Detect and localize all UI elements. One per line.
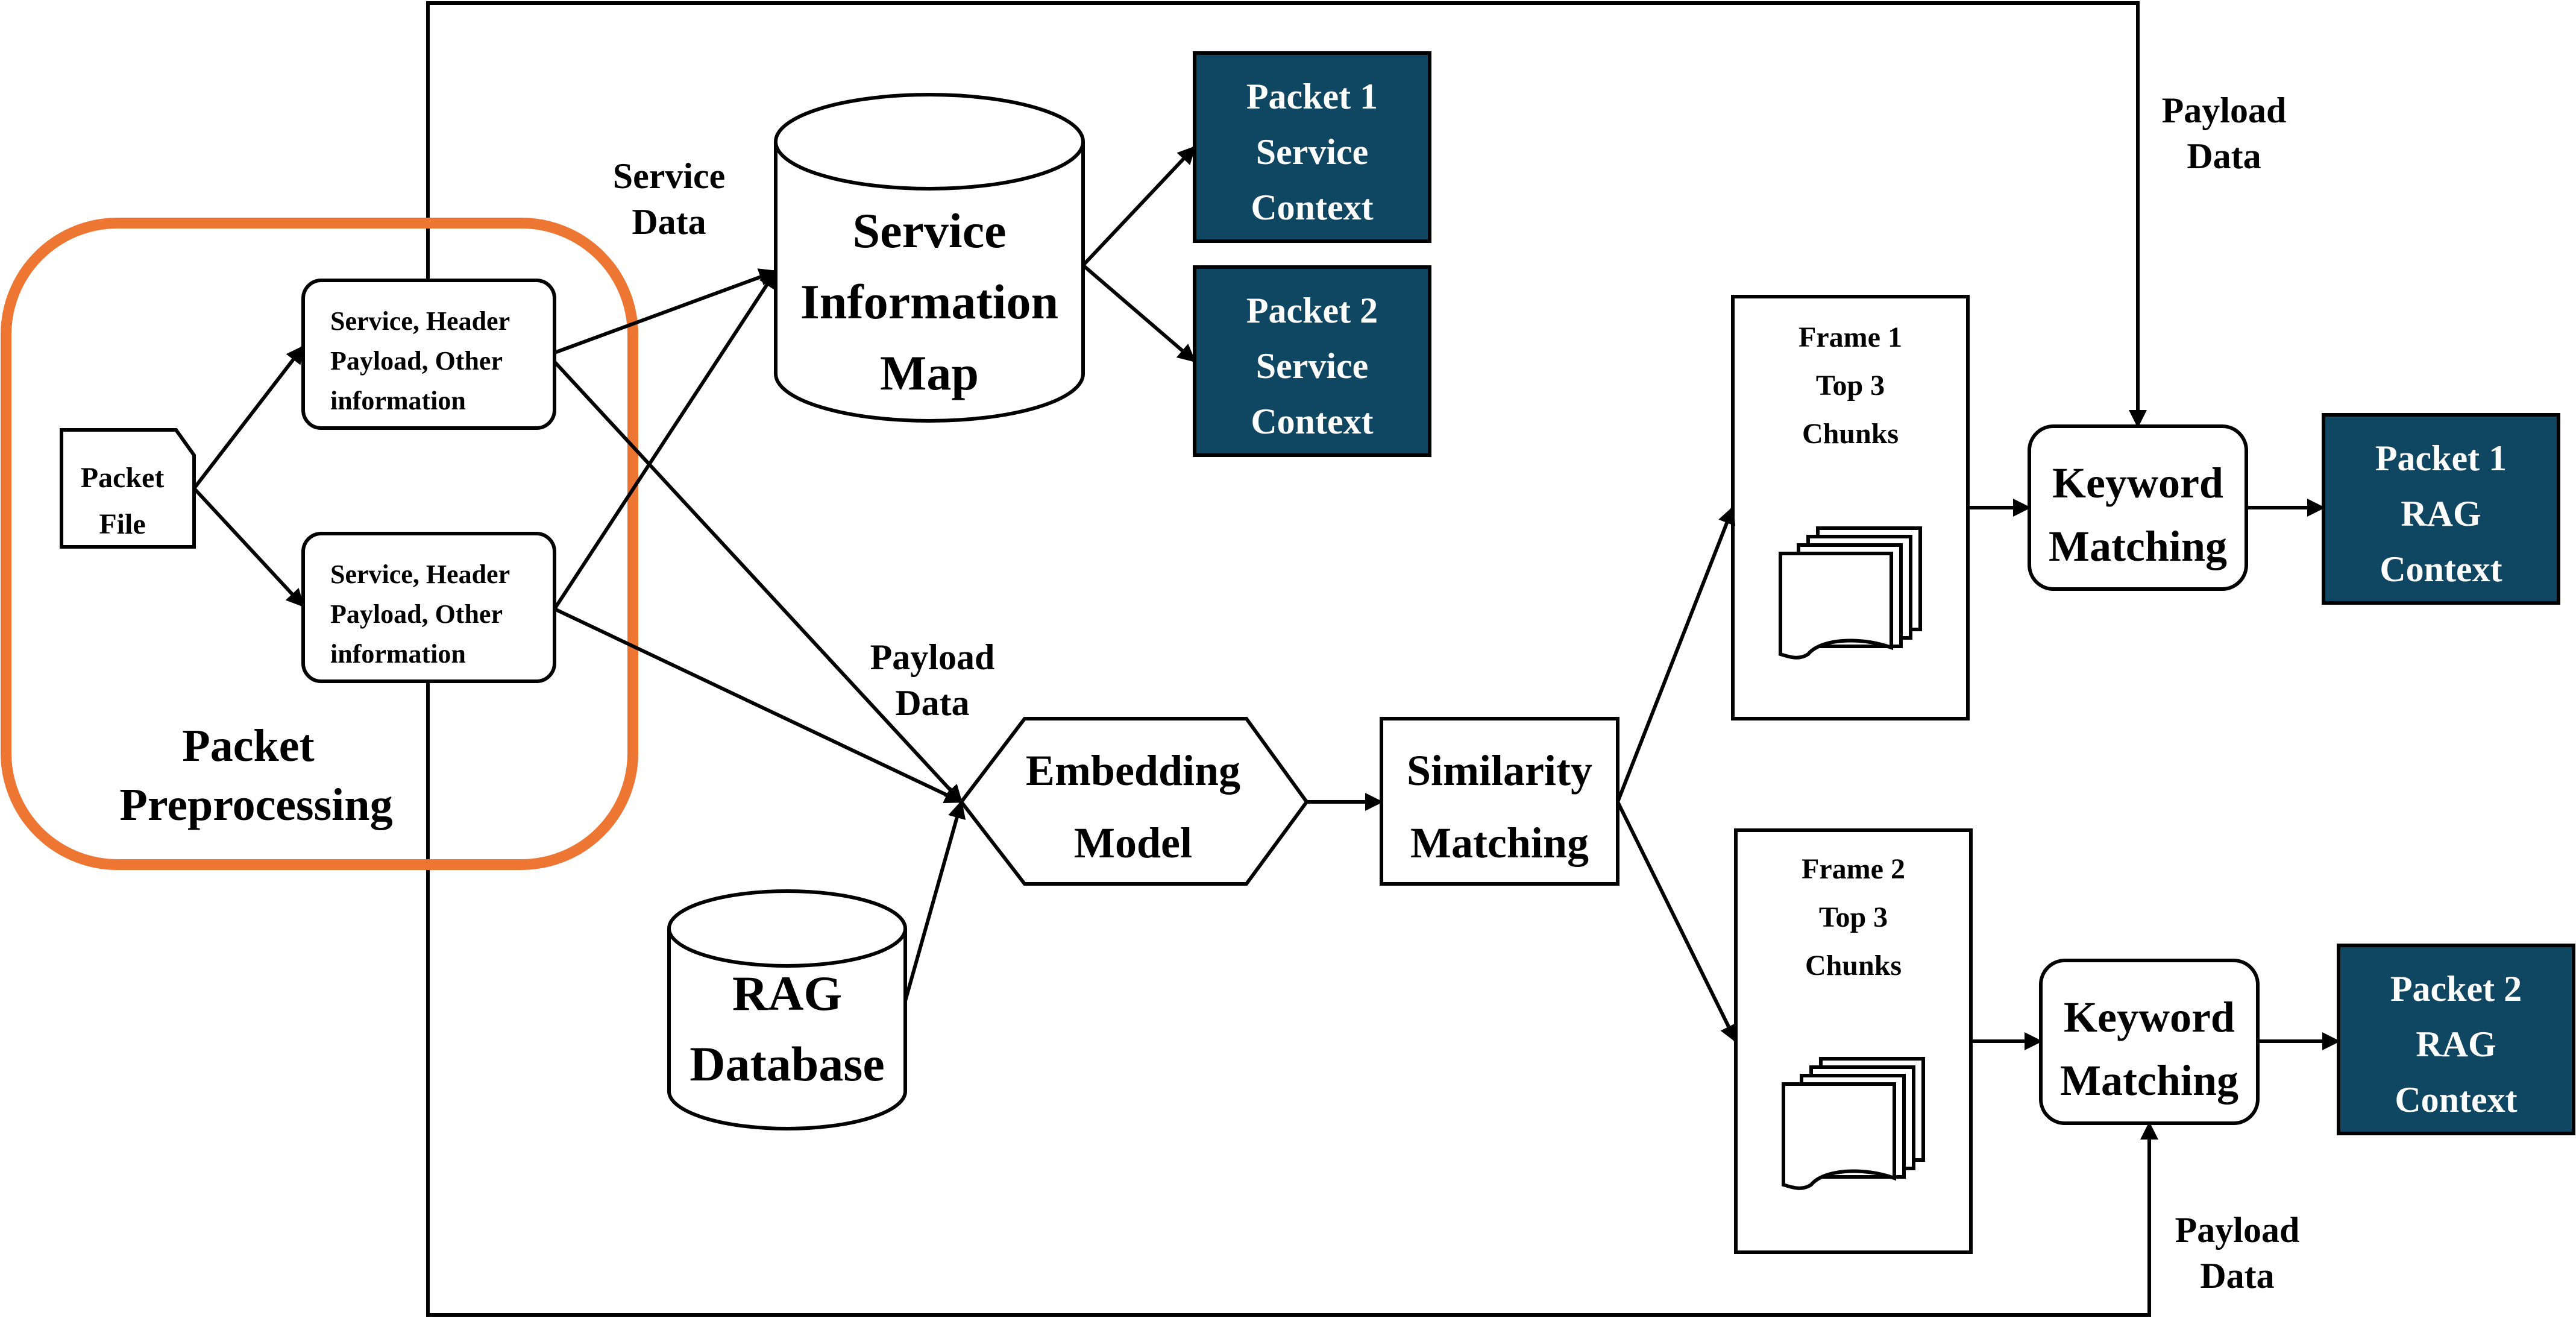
svg-text:Preprocessing: Preprocessing <box>119 780 392 830</box>
svg-text:Top 3: Top 3 <box>1816 370 1885 402</box>
frame-2-box: Frame 2 Top 3 Chunks <box>1734 828 1973 1254</box>
svg-text:RAG: RAG <box>2401 494 2481 534</box>
packet-2-rag-context: Packet 2 RAG Context <box>2337 944 2575 1135</box>
svg-text:Frame 2: Frame 2 <box>1802 853 1905 885</box>
svg-text:Context: Context <box>2395 1080 2517 1120</box>
svg-text:Payload: Payload <box>870 637 995 677</box>
svg-text:Packet 1: Packet 1 <box>2375 438 2507 478</box>
stacked-document-icon <box>1779 526 1922 660</box>
svg-text:Matching: Matching <box>2049 522 2227 570</box>
svg-text:Embedding: Embedding <box>1026 746 1240 795</box>
svg-text:information: information <box>330 386 466 415</box>
packet-2-service-context: Packet 2 Service Context <box>1193 265 1431 457</box>
payload-loop-bottom <box>426 680 2158 1317</box>
frame-1-box: Frame 1 Top 3 Chunks <box>1731 295 1970 720</box>
packet-1-rag-context: Packet 1 RAG Context <box>2322 413 2560 605</box>
arrow-rag-db-to-embedding <box>903 800 966 1001</box>
svg-text:RAG: RAG <box>732 966 842 1021</box>
svg-text:Service: Service <box>613 156 726 196</box>
svg-text:information: information <box>330 639 466 669</box>
arrow-similarity-to-frame-2 <box>1616 801 1738 1043</box>
service-information-map-cylinder: Service Information Map <box>774 93 1085 423</box>
label-service-data: Service Data <box>613 156 726 242</box>
preprocessing-box-1: Service, Header Payload, Other informati… <box>301 279 556 430</box>
arrow-map-to-service-context-2 <box>1082 263 1196 363</box>
keyword-matching-box-2: Keyword Matching <box>2039 959 2260 1125</box>
svg-text:Data: Data <box>632 202 706 242</box>
svg-text:Service, Header: Service, Header <box>330 306 510 336</box>
label-payload-data-top: Payload Data <box>2162 90 2287 176</box>
svg-text:Chunks: Chunks <box>1805 950 1902 982</box>
svg-text:Top 3: Top 3 <box>1819 901 1888 933</box>
svg-text:Payload, Other: Payload, Other <box>330 346 503 376</box>
svg-text:Packet 2: Packet 2 <box>1246 291 1378 330</box>
similarity-matching-box: Similarity Matching <box>1380 717 1619 886</box>
arrow-box-2-to-service-map <box>553 270 778 610</box>
svg-text:Matching: Matching <box>1410 819 1589 867</box>
svg-text:File: File <box>99 508 145 540</box>
svg-text:Database: Database <box>690 1036 884 1091</box>
svg-text:Data: Data <box>2200 1256 2274 1296</box>
svg-text:Packet: Packet <box>81 462 165 494</box>
preprocessing-box-2: Service, Header Payload, Other informati… <box>301 532 556 683</box>
label-payload-data-mid: Payload Data <box>870 637 995 723</box>
svg-text:Packet 2: Packet 2 <box>2390 969 2522 1009</box>
svg-text:Service: Service <box>853 203 1007 258</box>
svg-text:Information: Information <box>800 274 1058 329</box>
svg-text:Map: Map <box>880 345 979 400</box>
svg-text:Packet 1: Packet 1 <box>1246 77 1378 116</box>
rag-database-cylinder: RAG Database <box>667 889 907 1130</box>
packet-1-service-context: Packet 1 Service Context <box>1193 51 1431 243</box>
svg-text:Keyword: Keyword <box>2064 993 2235 1041</box>
arrow-map-to-service-context-1 <box>1081 145 1196 267</box>
label-payload-data-bottom: Payload Data <box>2175 1210 2300 1296</box>
svg-text:Context: Context <box>1251 188 1373 227</box>
svg-text:Model: Model <box>1074 819 1192 867</box>
payload-loop-top <box>426 1 2147 428</box>
svg-text:Service: Service <box>1256 346 1369 386</box>
arrow-similarity-to-frame-1 <box>1616 506 1736 803</box>
svg-text:Data: Data <box>895 683 969 723</box>
stacked-document-icon <box>1782 1057 1925 1190</box>
svg-text:Packet: Packet <box>182 720 314 771</box>
svg-text:Payload: Payload <box>2162 90 2287 130</box>
svg-text:Context: Context <box>2380 549 2502 589</box>
svg-text:Similarity: Similarity <box>1407 746 1592 795</box>
payload-loop-lines <box>426 1 2158 1317</box>
svg-text:Chunks: Chunks <box>1802 418 1899 450</box>
svg-text:Frame 1: Frame 1 <box>1798 321 1902 353</box>
svg-text:Context: Context <box>1251 402 1373 441</box>
connector-arrows <box>192 145 2340 1050</box>
svg-text:Payload: Payload <box>2175 1210 2300 1250</box>
svg-text:Service, Header: Service, Header <box>330 560 510 589</box>
arrow-box-1-to-service-map <box>553 268 778 355</box>
svg-text:Keyword: Keyword <box>2052 459 2223 507</box>
packet-preprocessing-outline <box>1 218 638 870</box>
arrow-box-2-to-embedding <box>553 607 963 804</box>
svg-text:Payload, Other: Payload, Other <box>330 599 503 629</box>
packet-file: Packet File <box>60 428 196 549</box>
svg-text:Matching: Matching <box>2060 1056 2238 1105</box>
packet-preprocessing-label: Packet Preprocessing <box>119 720 392 830</box>
embedding-model-hexagon: Embedding Model <box>959 717 1309 886</box>
keyword-matching-box-1: Keyword Matching <box>2028 424 2248 591</box>
svg-text:RAG: RAG <box>2416 1024 2496 1064</box>
arrow-file-to-box-1 <box>192 345 305 490</box>
arrow-file-to-box-2 <box>192 487 305 608</box>
arrow-box-1-to-embedding <box>553 360 963 804</box>
svg-text:Data: Data <box>2187 136 2261 176</box>
svg-text:Service: Service <box>1256 132 1369 172</box>
